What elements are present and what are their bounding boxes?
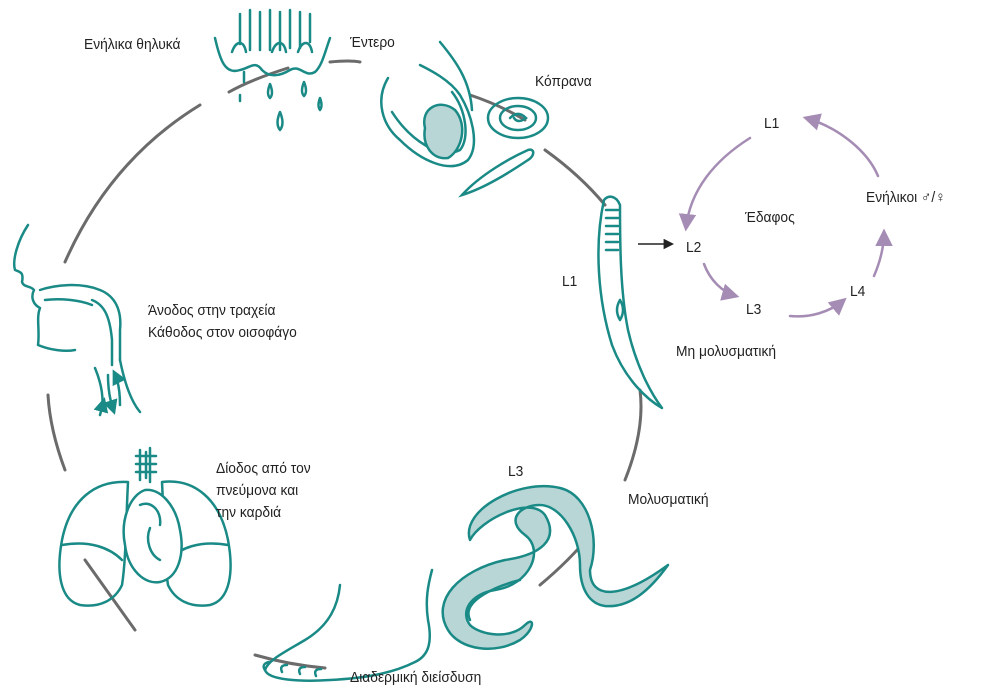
- soil-stage-l2: L2: [686, 238, 701, 258]
- trachea-esophagus-label: Άνοδος στην τραχεία Κάθοδος στον οισοφάγ…: [148, 300, 297, 344]
- gut-wall-icon: [381, 42, 474, 166]
- arrow-l3-l4: [790, 300, 844, 316]
- l3-label: L3: [508, 462, 523, 482]
- hatching-larva-icon: [462, 150, 533, 195]
- lung-heart-label: Δίοδος από τον πνεύμονα και την καρδιά: [216, 458, 311, 524]
- head-throat-icon: [14, 225, 140, 415]
- arrow-l4-adults: [874, 232, 884, 276]
- arrow-l2-l3: [704, 264, 736, 296]
- cycle-arc-right-lower: [625, 390, 641, 480]
- soil-stage-l4: L4: [850, 282, 865, 302]
- rhabditiform-larva-icon: [598, 197, 662, 408]
- l1-label: L1: [562, 272, 577, 292]
- skin-penetration-label: Διαδερμική διείσδυση: [350, 668, 481, 688]
- intestinal-villi-icon: [215, 10, 330, 130]
- intestine-label: Έντερο: [350, 33, 395, 53]
- arrow-adults-l1: [806, 118, 878, 176]
- cycle-arc-right-upper: [545, 150, 605, 205]
- soil-title: Έδαφος: [745, 208, 795, 228]
- feces-label: Κόπρανα: [535, 72, 592, 92]
- egg-icon: [488, 98, 548, 138]
- infective-label: Μολυσματική: [628, 490, 709, 510]
- life-cycle-ring: [48, 61, 641, 668]
- arrow-l1-l2: [686, 138, 750, 228]
- filariform-larva-icon: [443, 486, 668, 649]
- cycle-arc-left-upper: [65, 105, 200, 262]
- soil-adults-label: Ενήλικοι ♂/♀: [866, 188, 946, 208]
- cycle-arc-villi-intestine: [330, 61, 360, 62]
- cycle-arc-left-lower: [85, 560, 135, 630]
- soil-stage-l1: L1: [764, 114, 779, 134]
- non-infective-label: Μη μολυσματική: [676, 342, 776, 362]
- cycle-arc-left-mid: [48, 395, 65, 470]
- soil-stage-l3: L3: [746, 300, 761, 320]
- adult-females-label: Ενήλικα θηλυκά: [84, 35, 180, 55]
- lungs-heart-icon: [59, 448, 230, 606]
